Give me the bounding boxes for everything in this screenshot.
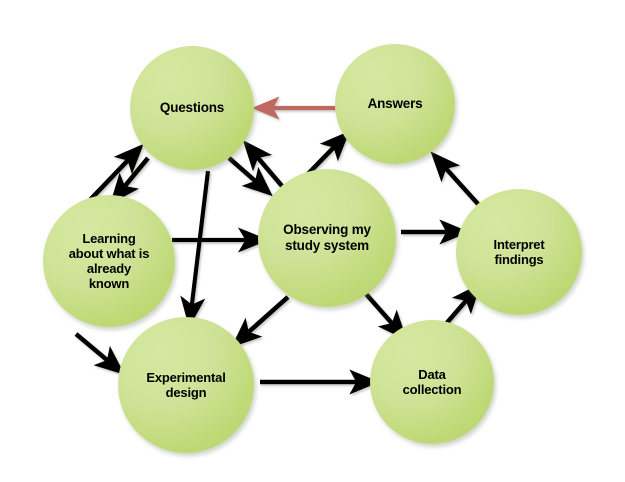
- edge-learning-to-experimental: [74, 332, 125, 376]
- node-experimental-label: Experimental design: [146, 369, 226, 400]
- node-interpret-label: Interpret findings: [493, 236, 545, 267]
- node-experimental-design[interactable]: Experimental design: [118, 317, 254, 453]
- edge-questions-to-learning: [110, 156, 150, 205]
- node-answers[interactable]: Answers: [335, 44, 455, 164]
- node-questions-label: Questions: [159, 100, 225, 116]
- node-observing-label: Observing my study system: [283, 222, 371, 253]
- node-observing-my-study-system[interactable]: Observing my study system: [258, 169, 396, 307]
- node-interpret-findings[interactable]: Interpret findings: [456, 189, 582, 315]
- node-data-collection[interactable]: Data collection: [370, 320, 494, 444]
- edge-questions-to-observing: [227, 156, 273, 197]
- edge-learning-to-questions: [88, 143, 144, 202]
- node-learning-about-what-is-already-known[interactable]: Learning about what is already known: [43, 195, 175, 327]
- edge-observing-to-experimental: [231, 295, 290, 348]
- node-questions[interactable]: Questions: [130, 46, 254, 170]
- node-datacollection-label: Data collection: [402, 366, 462, 397]
- node-answers-label: Answers: [367, 96, 423, 112]
- node-learning-label: Learning about what is already known: [68, 230, 150, 292]
- edge-observing-to-datacollection: [364, 292, 408, 341]
- edge-interpret-to-answers: [430, 151, 480, 206]
